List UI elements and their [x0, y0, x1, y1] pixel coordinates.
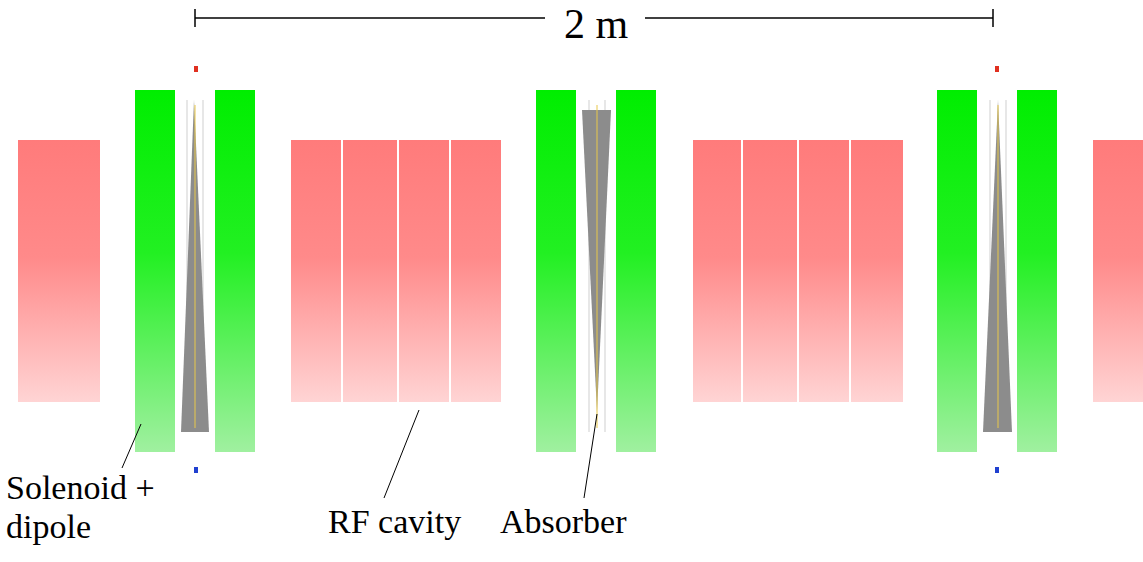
dimension-label: 2 m	[544, 0, 648, 48]
dipole-mark	[194, 66, 198, 72]
leader-line	[122, 410, 597, 498]
part-label: Absorber	[500, 502, 700, 541]
dipole-mark	[995, 66, 999, 72]
absorber-wedge	[983, 100, 1012, 432]
absorber-wedge	[582, 100, 611, 432]
dipole-mark	[995, 467, 999, 473]
part-label: Solenoid + dipole	[6, 468, 206, 546]
dipole-mark	[194, 467, 198, 473]
solenoid-coil	[937, 90, 977, 452]
dipole-mark	[194, 66, 999, 473]
rf-cavity	[50, 140, 100, 402]
absorber-wedge	[181, 100, 1012, 432]
solenoid-coil	[1017, 90, 1057, 452]
rf-cavity	[343, 140, 397, 402]
solenoid-coil	[536, 90, 576, 452]
rf-cavity	[799, 140, 849, 402]
solenoid-coil	[135, 90, 175, 452]
rf-cavity	[743, 140, 797, 402]
rf-cavity	[451, 140, 501, 402]
rf-cavity	[1093, 140, 1143, 402]
solenoid-coil	[135, 90, 1057, 452]
rf-cavity	[693, 140, 741, 402]
absorber-wedge	[181, 100, 209, 432]
solenoid-coil	[215, 90, 255, 452]
rf-cavity	[291, 140, 341, 402]
rf-cavity	[399, 140, 449, 402]
rf-cavity	[851, 140, 903, 402]
solenoid-coil	[616, 90, 656, 452]
rf-cavity	[18, 140, 50, 402]
part-label: RF cavity	[328, 502, 498, 541]
